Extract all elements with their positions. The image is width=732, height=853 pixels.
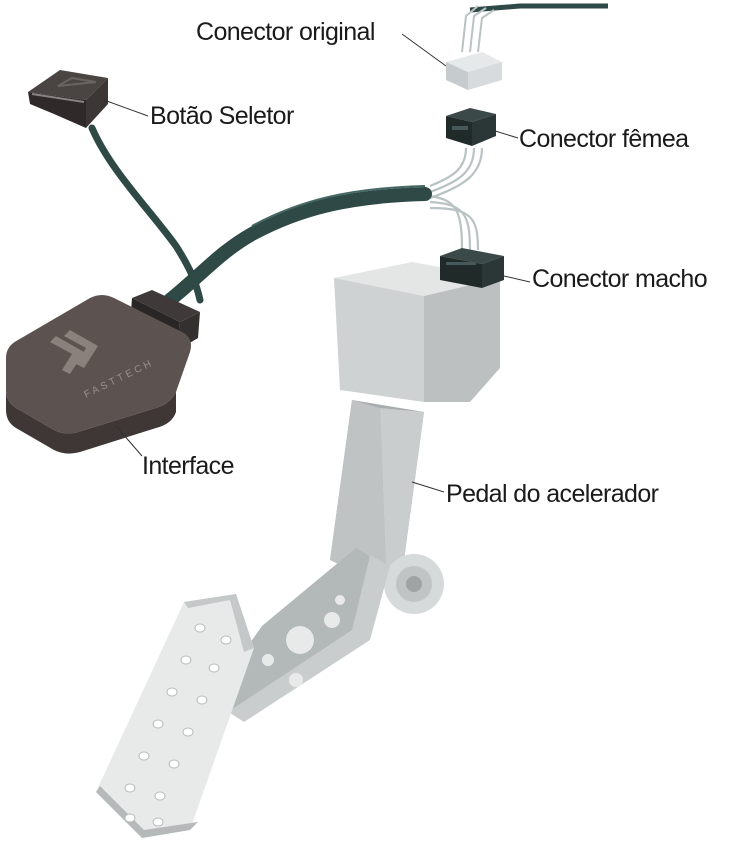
pedal-acelerador-icon — [96, 248, 531, 838]
interface-module-icon — [6, 290, 200, 457]
label-botao-seletor: Botão Seletor — [150, 102, 294, 130]
cable-harness — [88, 3, 608, 307]
label-interface: Interface — [142, 452, 234, 480]
botao-seletor-icon — [28, 70, 149, 128]
conector-femea-icon — [446, 108, 519, 146]
label-conector-femea: Conector fêmea — [519, 125, 689, 153]
label-conector-macho: Conector macho — [532, 265, 708, 293]
label-conector-original: Conector original — [196, 18, 375, 46]
conector-original-icon — [401, 33, 502, 90]
label-pedal-acelerador: Pedal do acelerador — [446, 480, 659, 508]
